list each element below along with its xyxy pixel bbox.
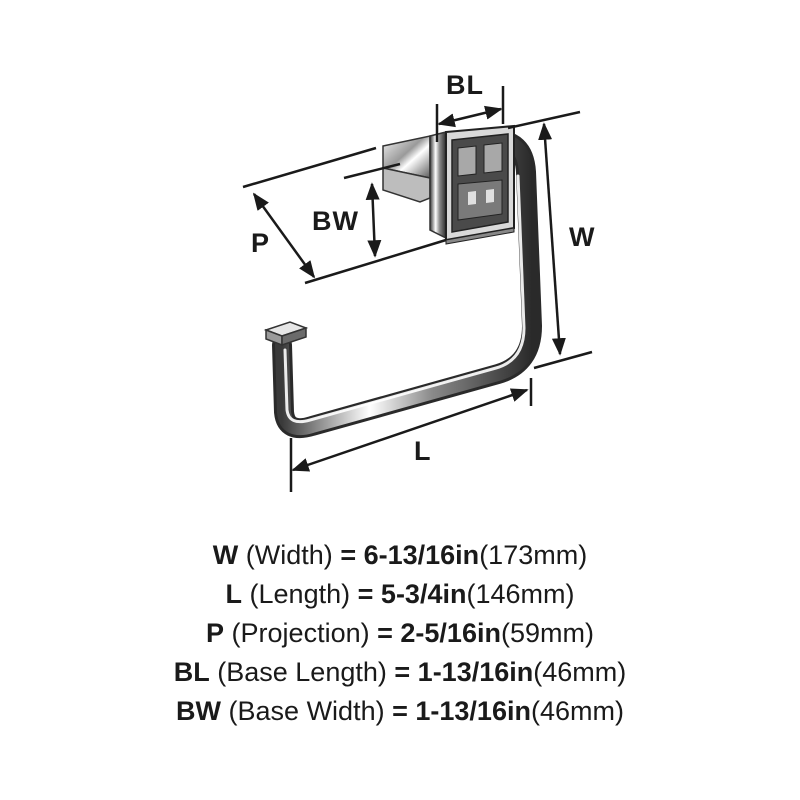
spec-code: BL [173, 657, 210, 687]
w-extension-top [507, 110, 581, 130]
l-dimension-line [291, 388, 529, 472]
bl-dimension-line [437, 105, 503, 128]
p-dimension-line [252, 192, 316, 279]
spec-equals: = [394, 657, 411, 687]
spec-imperial: 1-13/16in [417, 657, 534, 687]
bw-label: BW [312, 206, 359, 236]
spec-base-length: BL (Base Length) = 1-13/16in(46mm) [0, 653, 800, 692]
dimension-lines [242, 86, 593, 492]
spec-name: (Width) [245, 540, 333, 570]
spec-metric: (59mm) [500, 618, 594, 648]
spec-imperial: 5-3/4in [380, 579, 467, 609]
spec-code: L [225, 579, 243, 609]
spec-code: BW [176, 696, 222, 726]
wall-plate [445, 124, 515, 245]
spec-name: (Base Length) [217, 657, 387, 687]
p-label: P [251, 228, 270, 258]
spec-metric: (173mm) [479, 540, 588, 570]
spec-equals: = [340, 540, 357, 570]
dimension-specs: W (Width) = 6-13/16in(173mm) L (Length) … [0, 536, 800, 731]
w-dimension-line [538, 122, 566, 356]
bw-dimension-line [365, 182, 382, 258]
l-label: L [414, 436, 432, 466]
spec-metric: (46mm) [533, 657, 627, 687]
bw-extension-top [343, 162, 401, 180]
spec-equals: = [392, 696, 408, 726]
w-extension-bottom [533, 350, 593, 370]
spec-code: P [206, 618, 225, 648]
spec-imperial: 6-13/16in [363, 540, 480, 570]
spec-equals: = [377, 618, 393, 648]
spec-width: W (Width) = 6-13/16in(173mm) [0, 536, 800, 575]
spec-name: (Projection) [231, 618, 370, 648]
p-extension-top [242, 146, 377, 189]
spec-name: (Length) [249, 579, 351, 609]
spec-projection: P (Projection) = 2-5/16in(59mm) [0, 614, 800, 653]
spec-metric: (146mm) [466, 579, 575, 609]
p-extension-bottom [304, 238, 447, 285]
w-label: W [569, 222, 595, 252]
spec-imperial: 2-5/16in [400, 618, 501, 648]
bl-label: BL [446, 70, 484, 100]
spec-base-width: BW (Base Width) = 1-13/16in(46mm) [0, 692, 800, 731]
spec-code: W [212, 540, 239, 570]
spec-length: L (Length) = 5-3/4in(146mm) [0, 575, 800, 614]
spec-name: (Base Width) [228, 696, 385, 726]
towel-ring-product [263, 124, 542, 439]
wall-bracket [382, 131, 447, 240]
spec-metric: (46mm) [530, 696, 624, 726]
ring-end-cap [263, 321, 309, 347]
spec-equals: = [357, 579, 374, 609]
spec-imperial: 1-13/16in [415, 696, 531, 726]
